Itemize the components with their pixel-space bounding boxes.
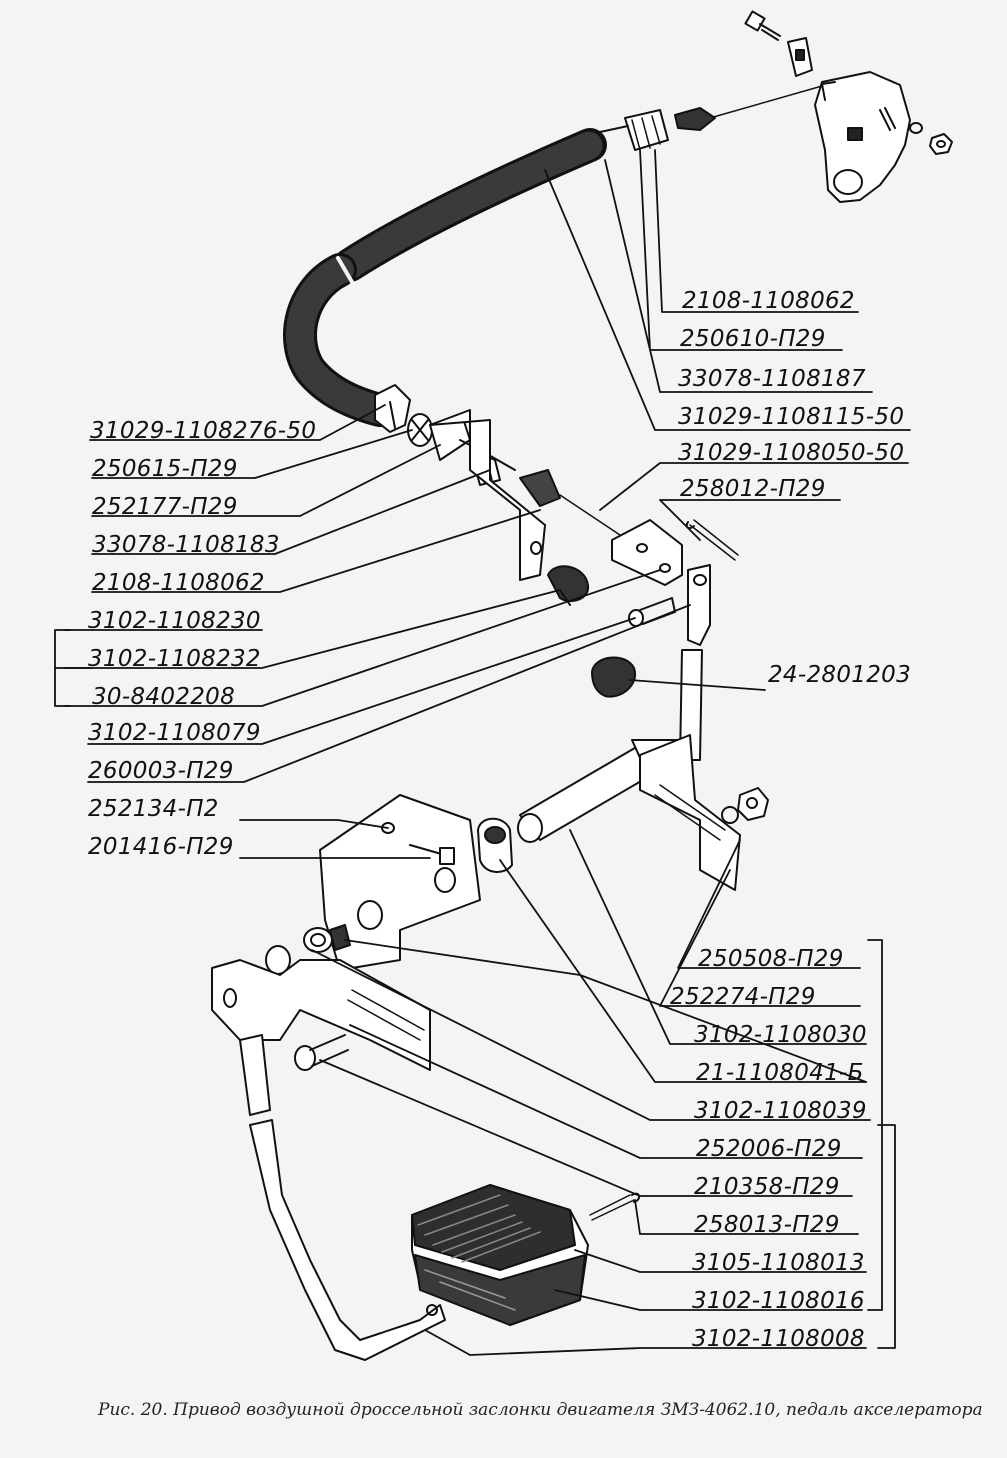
part-label: 33078-1108183 [92, 532, 280, 558]
part-label: 258013-П29 [694, 1212, 840, 1238]
cable-bracket [429, 409, 546, 581]
part-label: 33078-1108187 [678, 366, 866, 392]
part-label: 3102-1108030 [694, 1022, 867, 1048]
push-clip [547, 565, 590, 606]
part-label: 3102-1108039 [694, 1098, 867, 1124]
part-label: 201416-П29 [88, 834, 234, 860]
cotter-pin-top [685, 519, 739, 561]
part-label: 31029-1108050-50 [678, 440, 905, 466]
part-label: 252177-П29 [92, 494, 238, 520]
part-label: 3102-1108008 [692, 1326, 865, 1352]
part-label: 252134-П2 [88, 796, 219, 822]
cotter-pin-lower [589, 1192, 640, 1221]
part-label: 3102-1108232 [88, 646, 261, 672]
part-label: 210358-П29 [694, 1174, 840, 1200]
bolt-top [744, 10, 781, 41]
part-label: 260003-П29 [88, 758, 234, 784]
pin-260003 [628, 597, 676, 627]
clip-top [787, 37, 813, 77]
lower-bolt [294, 1034, 349, 1071]
part-label: 250610-П29 [680, 326, 826, 352]
part-label: 31029-1108115-50 [678, 404, 905, 430]
part-label: 250508-П29 [698, 946, 844, 972]
part-label: 2108-1108062 [682, 288, 855, 314]
part-label: 252006-П29 [696, 1136, 842, 1162]
part-label: 3105-1108013 [692, 1250, 865, 1276]
clevis [611, 519, 683, 586]
rubber-cap [591, 656, 637, 698]
part-label: 258012-П29 [680, 476, 826, 502]
bushings [265, 817, 513, 975]
part-label: 24-2801203 [768, 662, 911, 688]
right-bracket [639, 734, 769, 891]
part-label: 250615-П29 [92, 456, 238, 482]
part-label: 252274-П29 [670, 984, 816, 1010]
part-label: 21-1108041-Б [696, 1060, 864, 1086]
part-label: 2108-1108062 [92, 570, 265, 596]
part-label: 31029-1108276-50 [90, 418, 317, 444]
pedal-arm [239, 1034, 446, 1361]
part-label: 3102-1108079 [88, 720, 261, 746]
upper-lever [679, 564, 711, 761]
part-label: 30-8402208 [92, 684, 235, 710]
throttle-bracket [814, 71, 911, 203]
leader-lines [54, 149, 911, 1356]
washer-nut-right [909, 122, 953, 155]
part-label: 3102-1108016 [692, 1288, 865, 1314]
pedal-pad [411, 1184, 589, 1326]
throttle-cable [283, 85, 823, 427]
figure-caption: Рис. 20. Привод воздушной дроссельной за… [98, 1400, 983, 1420]
part-label: 3102-1108230 [88, 608, 261, 634]
